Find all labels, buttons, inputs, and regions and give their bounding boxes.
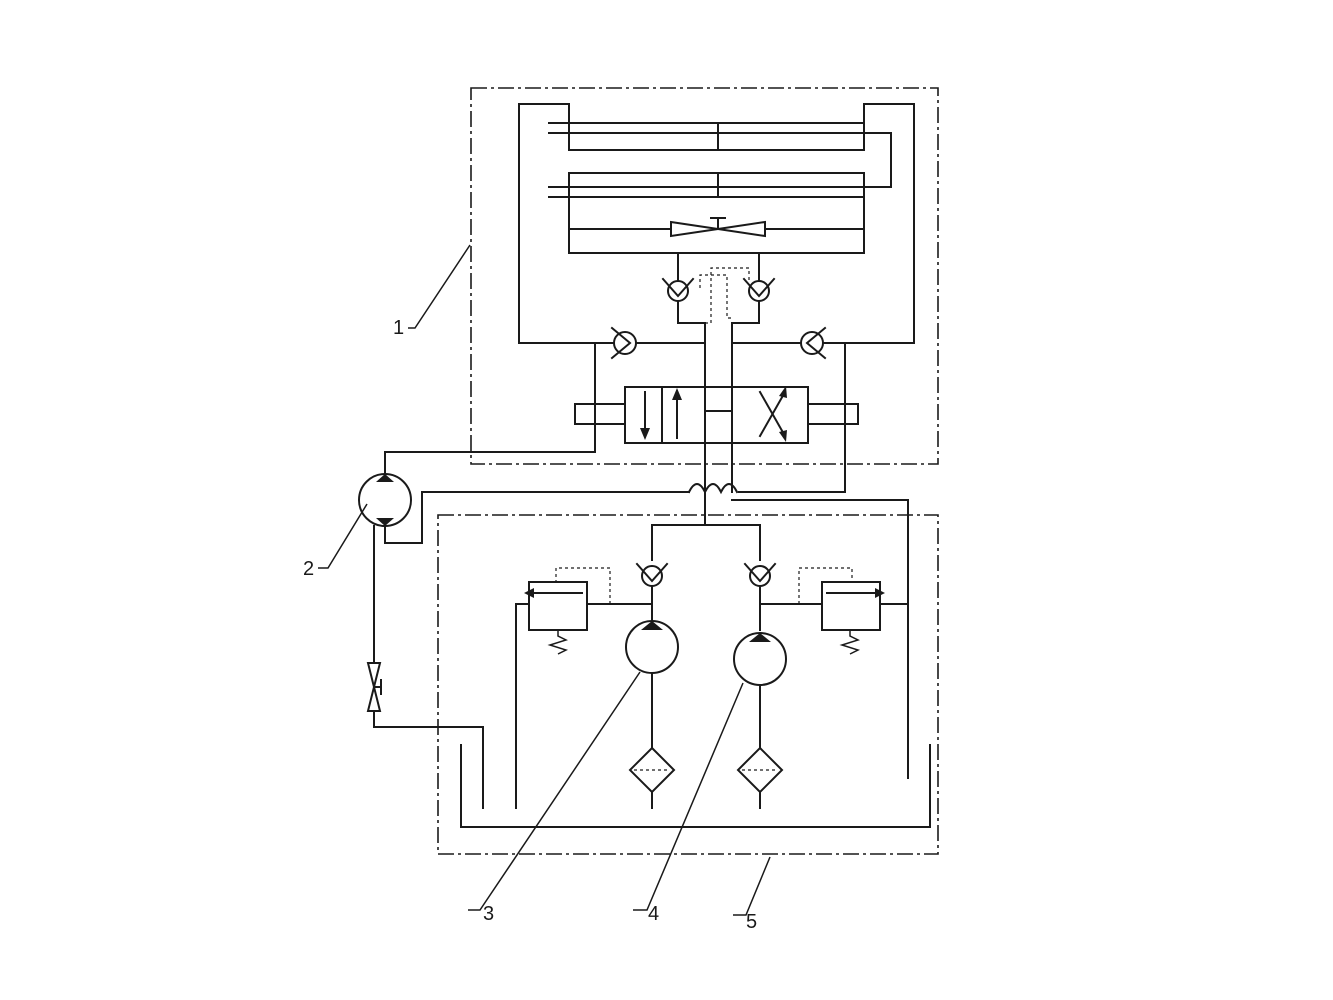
callout-5: 5 <box>733 856 771 933</box>
callout-label-1: 1 <box>393 317 404 339</box>
callout-label-2: 2 <box>303 558 314 580</box>
pilot-check-valve-right <box>731 252 776 324</box>
lower-unit-boundary <box>437 514 939 855</box>
relief-valve-left <box>515 567 653 809</box>
pump-check-valve-right <box>743 562 777 631</box>
upper-unit-boundary <box>470 87 939 465</box>
throttle-valve-upper <box>670 217 766 238</box>
check-valve-left <box>518 326 706 360</box>
callout-3: 3 <box>468 671 641 925</box>
suction-filter-right <box>736 746 784 809</box>
callout-2: 2 <box>303 503 368 580</box>
oil-tank <box>460 744 931 828</box>
callout-label-5: 5 <box>746 911 757 933</box>
upper-return-circuit <box>518 103 915 344</box>
throttle-valve-lower <box>366 662 484 809</box>
suction-filter-left <box>628 746 676 809</box>
actuator-stack <box>548 122 892 254</box>
relief-valve-right <box>759 567 909 655</box>
pilot-check-valve-left <box>661 252 706 324</box>
pump-check-valve-left <box>635 562 669 621</box>
pump-manifold <box>651 524 761 561</box>
callout-label-4: 4 <box>648 903 659 925</box>
callout-4: 4 <box>633 682 744 925</box>
hydraulic-pump-4 <box>733 632 787 749</box>
hydraulic-pump-3 <box>625 620 679 759</box>
callout-label-3: 3 <box>483 903 494 925</box>
directional-control-valve <box>574 386 859 444</box>
pressure-and-return-pipes <box>384 322 909 779</box>
check-valve-right <box>731 326 846 360</box>
hydraulic-motor-2 <box>358 473 412 664</box>
pilot-lines <box>699 267 750 324</box>
callout-1: 1 <box>393 244 471 339</box>
